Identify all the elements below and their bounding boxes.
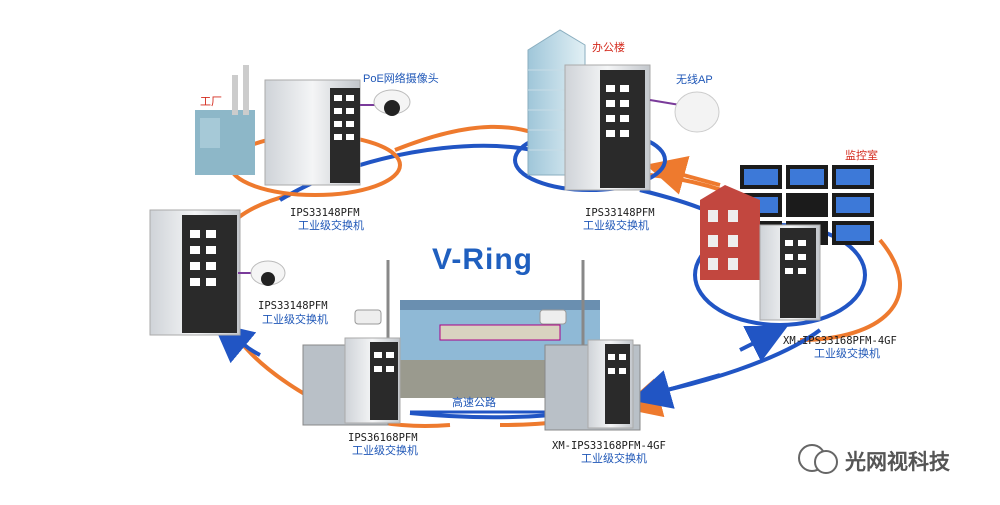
switch-1-icon: [264, 79, 361, 186]
wechat-icon: [798, 444, 838, 474]
node6-model-label: XM-IPS33168PFM-4GF: [552, 440, 666, 452]
node2-device-label: 无线AP: [676, 74, 713, 86]
node1-model-label: IPS33148PFM: [290, 207, 360, 219]
node2-place-label: 办公楼: [592, 42, 625, 54]
arrow-blue-left: [212, 322, 257, 364]
arrow-blue-bottom: [630, 370, 721, 409]
node2-desc-label: 工业级交换机: [583, 220, 649, 232]
node6-place-label: 高速公路: [452, 397, 496, 409]
factory-illustration: [195, 65, 255, 175]
node4-desc-label: 工业级交换机: [814, 348, 880, 360]
watermark-text: 光网视科技: [845, 451, 950, 474]
dome-camera-3-icon: [238, 260, 286, 286]
arrow-orange-to-office: [645, 155, 721, 195]
node1-desc-label: 工业级交换机: [298, 220, 364, 232]
node4-model-label: XM-IPS33168PFM-4GF: [783, 335, 897, 347]
node5-model-label: IPS36168PFM: [348, 432, 418, 444]
switch-5-icon: [302, 337, 401, 426]
node3-model-label: IPS33148PFM: [258, 300, 328, 312]
wireless-ap-icon: [649, 91, 720, 133]
node2-model-label: IPS33148PFM: [585, 207, 655, 219]
node5-desc-label: 工业级交换机: [352, 445, 418, 457]
node3-desc-label: 工业级交换机: [262, 314, 328, 326]
ring-orange-outer: [210, 124, 902, 428]
switch-3-icon: [149, 209, 241, 336]
diagram-title: V-Ring: [432, 243, 533, 276]
node6-desc-label: 工业级交换机: [581, 453, 647, 465]
monitoring-room-illustration: [700, 165, 874, 280]
dome-camera-1-icon: [360, 89, 411, 116]
arrow-blue-right: [739, 326, 788, 362]
switch-2-icon: [564, 64, 651, 191]
node1-device-label: PoE网络摄像头: [363, 73, 439, 85]
node4-place-label: 监控室: [845, 150, 878, 162]
switch-4-icon: [759, 224, 821, 321]
node1-place-label: 工厂: [200, 96, 222, 108]
switch-6-icon: [544, 339, 641, 431]
